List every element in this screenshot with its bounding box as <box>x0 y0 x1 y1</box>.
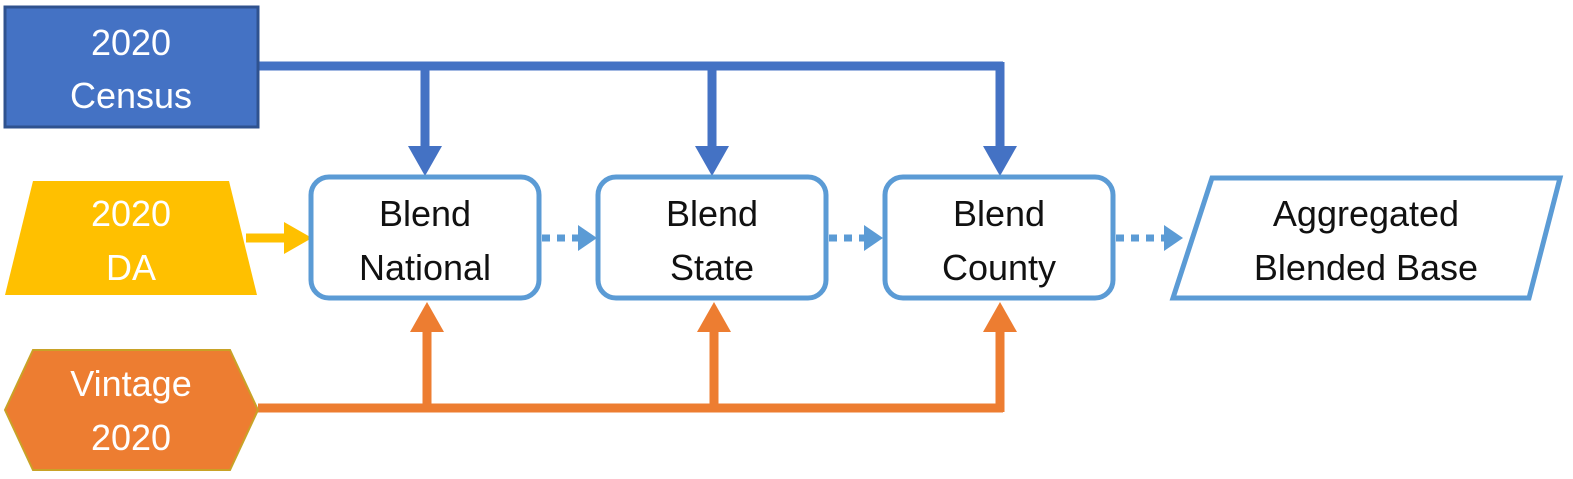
vintage-label-line2: 2020 <box>91 417 171 458</box>
step-blend-county: Blend County <box>882 174 1116 301</box>
da-trapezoid <box>5 181 257 295</box>
output-parallelogram <box>1169 175 1564 301</box>
vintage-label-line1: Vintage <box>70 363 191 404</box>
vintage-input-node: Vintage 2020 <box>3 349 260 471</box>
da-arrowhead <box>284 222 312 254</box>
da-label-line1: 2020 <box>91 193 171 234</box>
census-connectors <box>258 61 1017 176</box>
da-label-line2: DA <box>106 247 156 288</box>
vintage-arrowhead-national <box>410 302 444 332</box>
vintage-connectors <box>258 302 1017 413</box>
blend-national-box <box>308 174 542 301</box>
step-blend-national: Blend National <box>308 174 542 301</box>
blend-county-box <box>882 174 1116 301</box>
blend-national-line1: Blend <box>379 193 471 234</box>
da-input-node: 2020 DA <box>5 181 257 295</box>
census-arrowhead-county <box>983 146 1017 176</box>
blend-state-line2: State <box>670 247 754 288</box>
census-label-line1: 2020 <box>91 22 171 63</box>
output-label-line2: Blended Base <box>1254 247 1478 288</box>
blend-national-line2: National <box>359 247 491 288</box>
flow-arrowhead-state-to-county <box>864 225 883 251</box>
vintage-arrowhead-state <box>697 302 731 332</box>
vintage-hexagon <box>3 349 260 471</box>
vintage-arrowhead-county <box>983 302 1017 332</box>
census-label-line2: Census <box>70 75 192 116</box>
blend-county-line2: County <box>942 247 1056 288</box>
blend-state-box <box>595 174 829 301</box>
census-arrowhead-national <box>408 146 442 176</box>
da-connector <box>246 222 312 254</box>
step-blend-state: Blend State <box>595 174 829 301</box>
census-box <box>3 5 260 129</box>
blend-state-line1: Blend <box>666 193 758 234</box>
flow-arrowhead-county-to-output <box>1164 225 1183 251</box>
step-flow-connectors <box>542 225 1183 251</box>
blend-county-line1: Blend <box>953 193 1045 234</box>
census-input-node: 2020 Census <box>3 5 260 129</box>
census-arrowhead-state <box>695 146 729 176</box>
flow-arrowhead-national-to-state <box>578 225 597 251</box>
output-node: Aggregated Blended Base <box>1169 175 1564 301</box>
output-label-line1: Aggregated <box>1273 193 1459 234</box>
